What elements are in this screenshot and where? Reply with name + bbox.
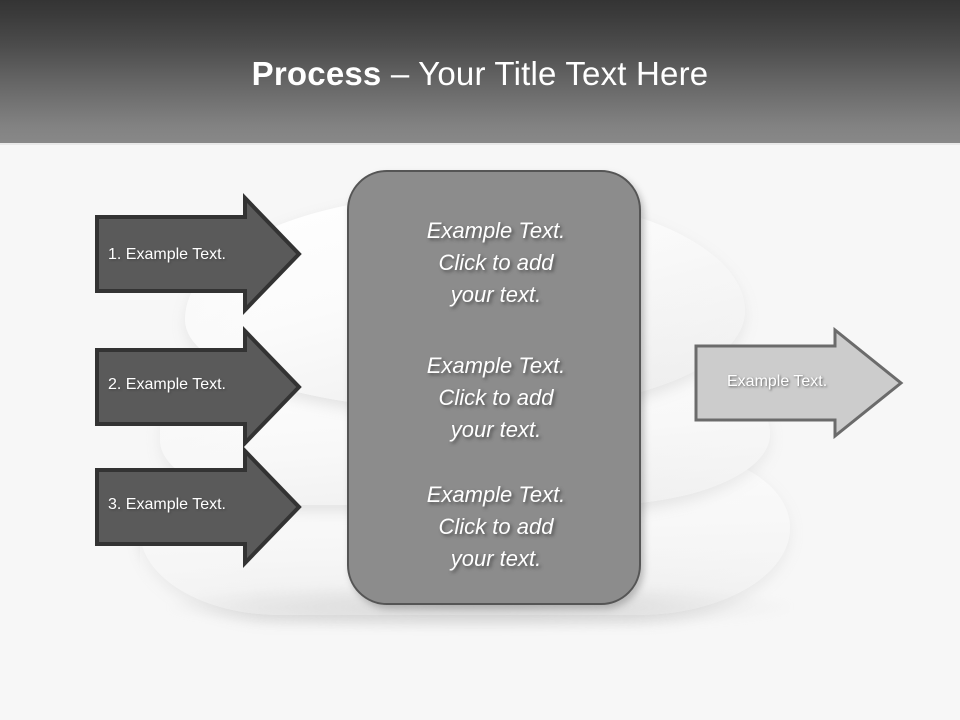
title-band xyxy=(0,0,960,143)
page-title-regular: – Your Title Text Here xyxy=(390,55,709,92)
output-arrow-shape xyxy=(694,326,904,440)
input-arrow-1-label: 1. Example Text. xyxy=(108,246,226,263)
title-band-divider xyxy=(0,143,960,145)
input-arrow-3-shape xyxy=(95,446,302,568)
input-arrow-3-label: 3. Example Text. xyxy=(108,496,226,513)
input-arrow-1-shape xyxy=(95,193,302,315)
page-title: Process – Your Title Text Here xyxy=(0,52,960,96)
input-arrow-2-label: 2. Example Text. xyxy=(108,376,226,393)
page-title-bold: Process xyxy=(251,55,391,92)
output-arrow[interactable] xyxy=(693,326,905,440)
input-arrow-1[interactable] xyxy=(93,193,303,315)
process-panel-block-3: Example Text. Click to add your text. xyxy=(426,482,566,571)
input-arrow-3[interactable] xyxy=(93,446,303,568)
output-arrow-label: Example Text. xyxy=(727,373,828,390)
input-arrow-2[interactable] xyxy=(93,326,303,448)
input-arrow-2-shape xyxy=(95,326,302,448)
process-panel-block-2: Example Text. Click to add your text. xyxy=(426,353,566,442)
process-panel[interactable]: Example Text. Click to add your text. Ex… xyxy=(347,170,641,605)
process-panel-block-1: Example Text. Click to add your text. xyxy=(426,218,566,307)
